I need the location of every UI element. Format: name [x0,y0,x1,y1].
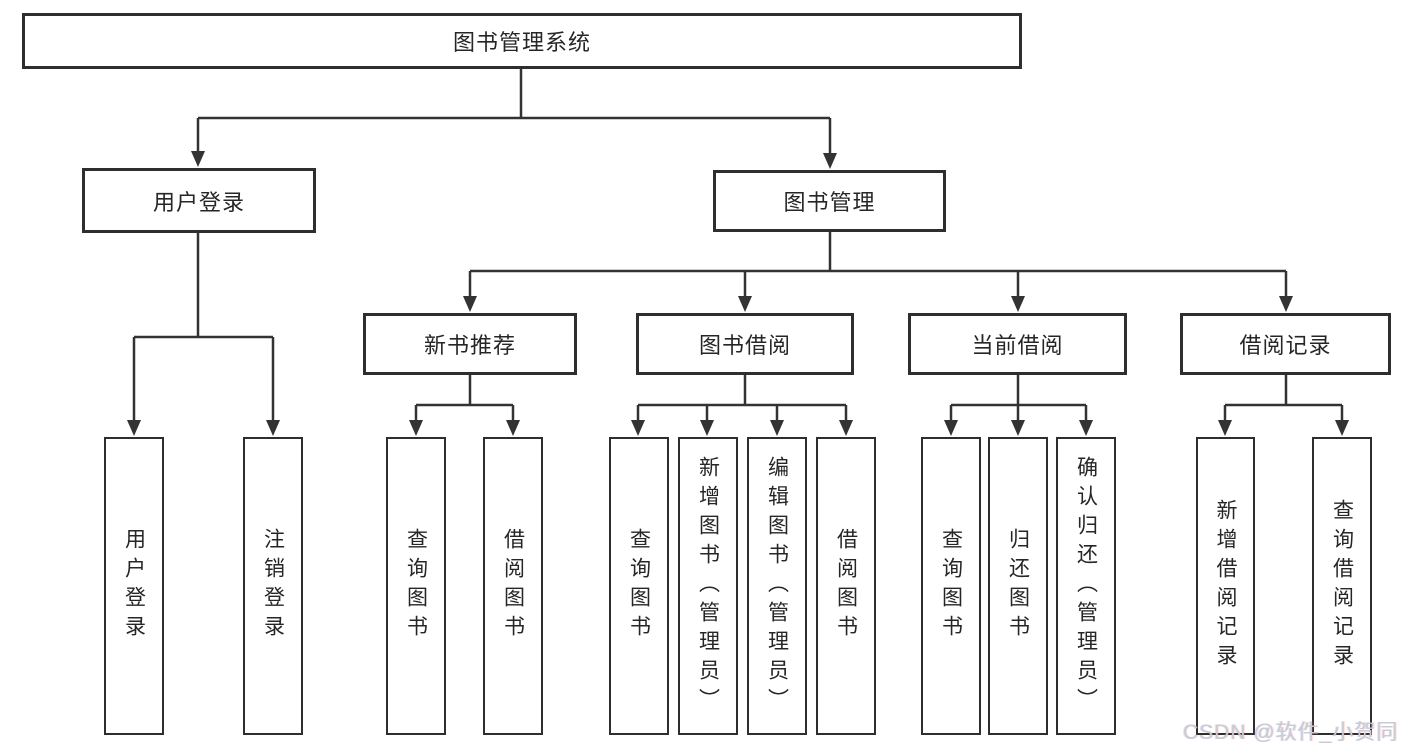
node-user-login: 用户登录 [82,168,316,233]
leaf-logout: 注销登录 [243,437,303,735]
leaf-newbook-borrow-book: 借阅图书 [483,437,543,735]
leaf-borrow-borrow-book: 借阅图书 [816,437,876,735]
tree-branch-lines [132,69,1344,424]
node-current-borrow: 当前借阅 [908,313,1127,375]
node-book-management: 图书管理 [713,170,946,232]
arrowhead-icons [127,151,1349,436]
watermark: CSDN @软件_小贺同学 [1183,721,1399,744]
node-borrow-record: 借阅记录 [1180,313,1391,375]
leaf-current-return-book: 归还图书 [988,437,1048,735]
leaf-record-query: 查询借阅记录 [1312,437,1372,735]
node-new-book-recommend: 新书推荐 [363,313,577,375]
node-root-system: 图书管理系统 [22,13,1022,69]
leaf-borrow-add-book-admin: 新增图书（管理员） [678,437,738,735]
leaf-borrow-query-book: 查询图书 [609,437,669,735]
leaf-borrow-edit-book-admin: 编辑图书（管理员） [747,437,807,735]
leaf-user-login: 用户登录 [104,437,164,735]
leaf-current-query-book: 查询图书 [921,437,981,735]
leaf-record-add: 新增借阅记录 [1196,437,1255,735]
leaf-current-confirm-return-admin: 确认归还（管理员） [1056,437,1116,735]
node-book-borrow: 图书借阅 [636,313,854,375]
leaf-newbook-query-book: 查询图书 [386,437,446,735]
